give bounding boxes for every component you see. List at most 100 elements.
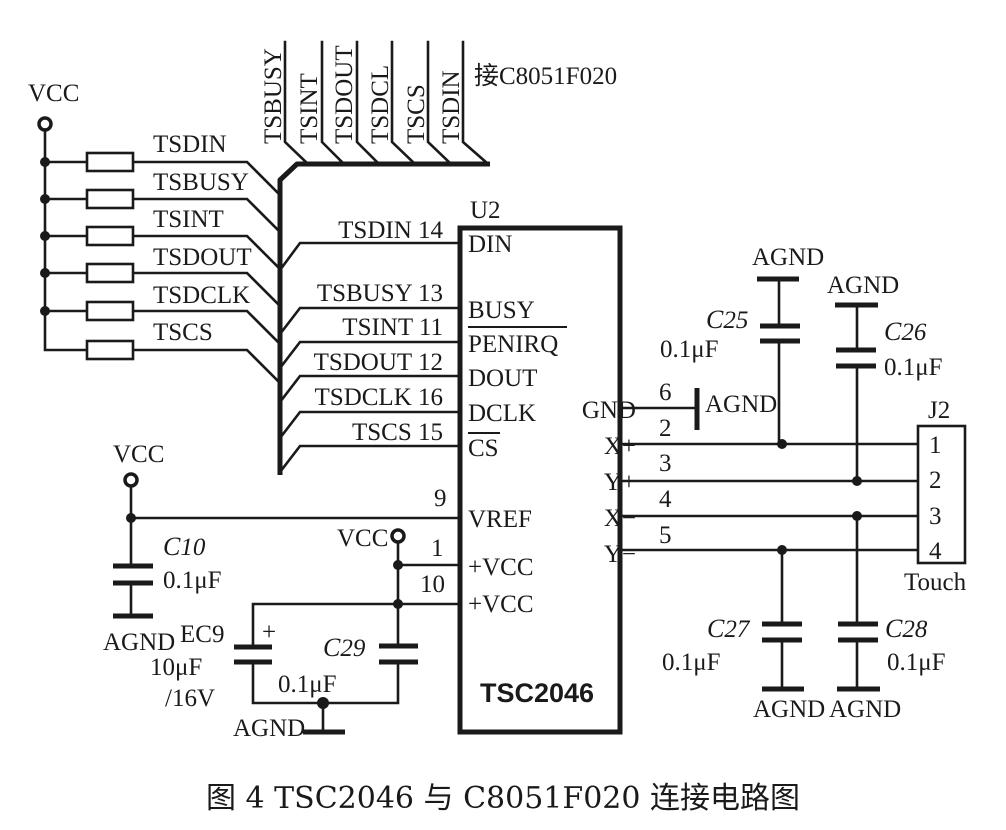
pin-number: 4 bbox=[659, 486, 672, 513]
ic-refdes: U2 bbox=[470, 197, 501, 224]
agnd-label: AGND bbox=[705, 391, 777, 418]
net-label: TSCS 15 bbox=[352, 419, 443, 446]
cap-value: 0.1μF bbox=[884, 354, 943, 381]
pin-number: 5 bbox=[659, 522, 672, 549]
pin-number: 1 bbox=[431, 535, 444, 562]
pin-name: PENIRQ bbox=[468, 331, 558, 358]
vcc-label: VCC bbox=[113, 441, 164, 468]
cap-value: 10μF bbox=[150, 654, 202, 681]
pin-name: X− bbox=[604, 505, 636, 532]
resistor bbox=[85, 262, 135, 284]
pin-name: VREF bbox=[468, 506, 532, 533]
pullup-row: TSDOUT bbox=[40, 244, 280, 306]
connector-refdes: J2 bbox=[928, 397, 950, 424]
pin-number: 3 bbox=[659, 450, 672, 477]
pullup-label: TSBUSY bbox=[153, 169, 249, 196]
resistor bbox=[85, 339, 135, 361]
resistor bbox=[85, 225, 135, 247]
connector-j2 bbox=[916, 424, 967, 565]
vcc-decoupling: VCC 1 10 + EC9 10μF /16V C29 0.1μF AGND bbox=[150, 525, 462, 742]
connector-pin: 2 bbox=[929, 467, 942, 494]
bus-label: TSDIN bbox=[438, 70, 465, 144]
pin-name: DOUT bbox=[468, 365, 537, 392]
bus-label: TSDOUT bbox=[331, 45, 358, 144]
bus-label: TSINT bbox=[296, 73, 323, 144]
mcu-bus-labels: TSBUSY TSINT TSDOUT TSDCL TSCS TSDIN bbox=[260, 45, 465, 144]
resistor bbox=[85, 151, 135, 173]
vref-circuit: VCC 9 C10 0.1μF AGND bbox=[103, 441, 462, 656]
net-label: TSDIN 14 bbox=[338, 217, 443, 244]
pin-name: BUSY bbox=[468, 297, 535, 324]
pin-name: Y+ bbox=[604, 469, 636, 496]
bus-label: TSDCL bbox=[367, 65, 394, 144]
polarity-mark: + bbox=[262, 619, 276, 646]
bus-trunk bbox=[277, 161, 490, 475]
pullup-label: TSCS bbox=[153, 319, 213, 346]
pullup-row: TSINT bbox=[40, 206, 280, 269]
agnd-label: AGND bbox=[829, 696, 901, 723]
cap-value: 0.1μF bbox=[662, 649, 721, 676]
cap-ref: C26 bbox=[884, 317, 927, 346]
connector-pin: 4 bbox=[929, 538, 942, 565]
agnd-label: AGND bbox=[233, 715, 305, 742]
pin-name: X+ bbox=[604, 433, 636, 460]
pullup-row: TSDCLK bbox=[40, 282, 280, 344]
agnd-label: AGND bbox=[103, 629, 175, 656]
pin-number: 6 bbox=[659, 379, 672, 406]
resistor bbox=[85, 188, 135, 210]
agnd-label: AGND bbox=[752, 244, 824, 271]
net-label: TSDOUT 12 bbox=[314, 349, 443, 376]
pullup-row: TSCS bbox=[85, 319, 280, 383]
net-label: TSINT 11 bbox=[342, 314, 443, 341]
ic-left-net-labels: TSDIN 14 TSBUSY 13 TSINT 11 TSDOUT 12 TS… bbox=[314, 217, 444, 446]
pullup-label: TSDCLK bbox=[153, 282, 250, 309]
agnd-label: AGND bbox=[753, 696, 825, 723]
cap-ref: C10 bbox=[163, 532, 206, 561]
vcc-terminal bbox=[390, 528, 406, 544]
signal-bus: TSBUSY TSINT TSDOUT TSDCL TSCS TSDIN 接C8… bbox=[260, 40, 617, 475]
pin-name: +VCC bbox=[468, 554, 534, 581]
pullup-label: TSDIN bbox=[153, 131, 227, 158]
vcc-terminal-top bbox=[37, 116, 53, 132]
ic-left-pin-names: DIN BUSY PENIRQ DOUT DCLK CS VREF +VCC +… bbox=[468, 231, 567, 618]
touch-interface: AGND 6 2 3 4 5 AGND C25 0.1μF AGND C26 0… bbox=[618, 244, 967, 723]
pullup-network: VCC TSDIN TSBUSY TSINT TSDOUT bbox=[28, 80, 280, 383]
cap-value: 0.1μF bbox=[278, 671, 337, 698]
pullup-label: TSINT bbox=[153, 206, 224, 233]
cap-ref: C27 bbox=[707, 614, 751, 643]
ic-body bbox=[457, 225, 623, 735]
cap-value: 0.1μF bbox=[660, 336, 719, 363]
connector-pin: 3 bbox=[929, 503, 942, 530]
pin-number: 9 bbox=[434, 485, 447, 512]
bus-label: TSBUSY bbox=[260, 48, 287, 144]
connector-pin: 1 bbox=[929, 432, 942, 459]
ic-part-number: TSC2046 bbox=[480, 678, 594, 708]
pin-name: Y− bbox=[604, 541, 636, 568]
pin-number: 2 bbox=[659, 415, 672, 442]
resistor bbox=[85, 300, 135, 322]
vcc-terminal bbox=[123, 472, 139, 488]
cap-value: 0.1μF bbox=[163, 567, 222, 594]
pin-name: DCLK bbox=[468, 400, 536, 427]
vcc-label-top: VCC bbox=[28, 80, 79, 107]
vcc-label: VCC bbox=[337, 525, 388, 552]
net-label: TSBUSY 13 bbox=[317, 280, 443, 307]
mcu-connection-label: 接C8051F020 bbox=[474, 62, 617, 90]
pin-number: 10 bbox=[420, 571, 445, 598]
pin-name: DIN bbox=[468, 231, 512, 258]
pin-name: GND bbox=[582, 397, 636, 424]
net-label: TSDCLK 16 bbox=[315, 384, 443, 411]
ic-right-pin-names: GND X+ Y+ X− Y− bbox=[582, 397, 636, 568]
pin-name: CS bbox=[468, 435, 499, 462]
agnd-label: AGND bbox=[827, 272, 899, 299]
bus-label: TSCS bbox=[403, 84, 430, 144]
cap-rating: /16V bbox=[165, 685, 215, 712]
pullup-label: TSDOUT bbox=[153, 244, 252, 271]
figure-caption: 图 4 TSC2046 与 C8051F020 连接电路图 bbox=[206, 781, 800, 816]
cap-value: 0.1μF bbox=[887, 649, 946, 676]
pin-name: +VCC bbox=[468, 591, 534, 618]
ic-u2: U2 TSC2046 DIN BUSY PENIRQ DOUT DCLK CS … bbox=[457, 197, 636, 735]
pullup-row: TSDIN bbox=[40, 131, 280, 195]
pullup-row: TSBUSY bbox=[40, 169, 280, 232]
